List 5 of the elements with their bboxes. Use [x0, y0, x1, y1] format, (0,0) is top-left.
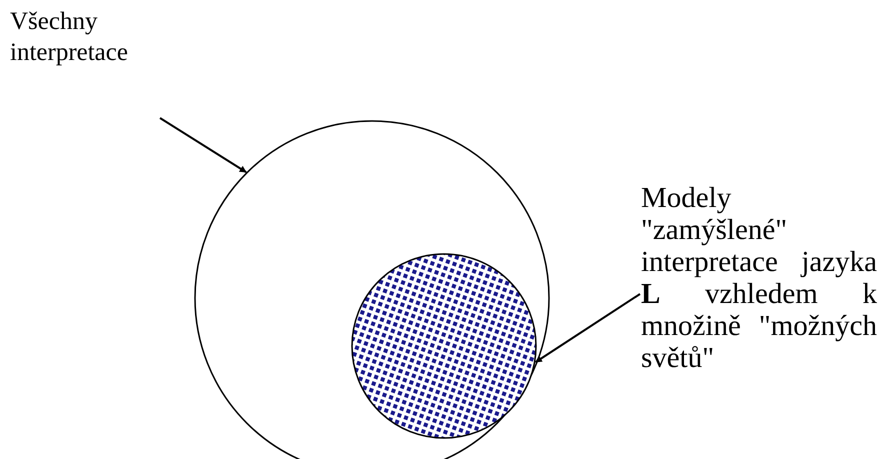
caption-text: Všechny interpretace	[10, 7, 129, 68]
caption-text: Modely "zamýšlené" interpretace jazyka L vzhledem k množině "možných světů"	[641, 182, 877, 374]
leader-arrow	[159, 117, 247, 173]
inner-circle	[351, 253, 537, 439]
leader-arrow	[535, 293, 641, 363]
